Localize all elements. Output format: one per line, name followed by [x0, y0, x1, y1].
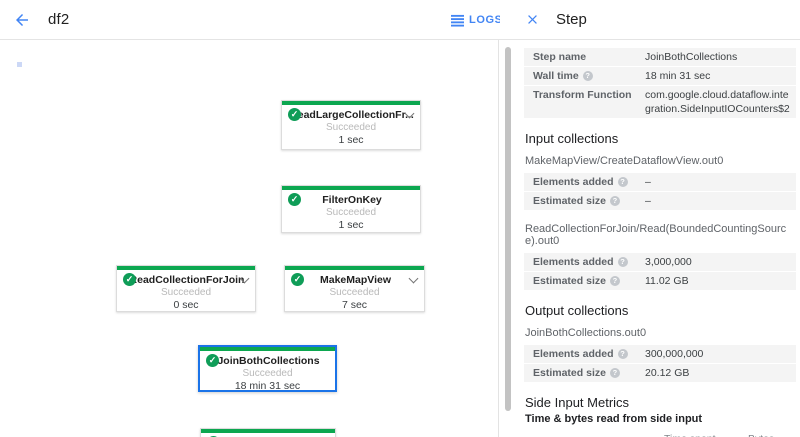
help-icon[interactable] — [617, 349, 628, 359]
metric-row-elements-added: Elements added – — [524, 173, 796, 191]
summary-row-wall-time: Wall time 18 min 31 sec — [524, 67, 796, 85]
panel-header: Step — [500, 0, 800, 40]
logs-button[interactable]: LOGS — [451, 0, 503, 40]
metric-row-estimated-size: Estimated size 11.02 GB — [524, 272, 796, 290]
row-label: Transform Function — [533, 89, 632, 101]
node-status: Succeeded — [160, 287, 212, 298]
node-filter-on-key[interactable]: FilterOnKey Succeeded 1 sec — [281, 185, 421, 233]
node-output-the-joined-collection[interactable]: OutputTheJoinedCollec... Succeeded 18 se… — [200, 428, 336, 437]
success-check-icon — [288, 193, 301, 206]
chevron-down-icon[interactable] — [406, 110, 413, 117]
row-value: – — [645, 195, 651, 207]
row-value: com.google.cloud.dataflow.integration.Si… — [645, 89, 790, 115]
chevron-down-icon[interactable] — [410, 275, 417, 282]
node-time: 1 sec — [338, 219, 364, 231]
row-value: 18 min 31 sec — [645, 70, 711, 82]
node-time: 1 sec — [338, 134, 364, 146]
node-title: MakeMapView — [319, 273, 391, 286]
row-label: Estimated size — [533, 366, 645, 380]
row-value: JoinBothCollections — [645, 51, 738, 63]
side-input-metrics-heading: Side Input Metrics — [525, 395, 630, 410]
node-title: ReadCollectionForJoin — [129, 273, 245, 286]
row-label: Elements added — [533, 347, 645, 361]
summary-row-transform-function: Transform Function com.google.cloud.data… — [524, 86, 796, 118]
logs-label: LOGS — [469, 14, 503, 26]
row-label: Estimated size — [533, 194, 645, 208]
metric-row-elements-added: Elements added 3,000,000 — [524, 253, 796, 271]
job-graph-canvas[interactable]: ReadLargeCollectionFr... Succeeded 1 sec… — [0, 40, 499, 437]
node-join-both-collections[interactable]: JoinBothCollections Succeeded 18 min 31 … — [198, 345, 337, 392]
minimap-dot — [17, 62, 22, 67]
panel-scrollbar[interactable] — [505, 47, 511, 411]
summary-row-step-name: Step name JoinBothCollections — [524, 48, 796, 66]
row-label: Elements added — [533, 255, 645, 269]
success-check-icon — [206, 354, 219, 367]
column-header: Bytes read — [748, 427, 794, 437]
side-input-metrics-subheading: Time & bytes read from side input — [525, 413, 703, 425]
collection-name: JoinBothCollections.out0 — [525, 327, 647, 339]
collection-name: MakeMapView/CreateDataflowView.out0 — [525, 155, 724, 167]
node-read-collection-for-join[interactable]: ReadCollectionForJoin Succeeded 0 sec — [116, 265, 256, 312]
node-title: FilterOnKey — [322, 193, 382, 206]
row-value: 11.02 GB — [645, 275, 689, 287]
logs-icon — [451, 14, 464, 27]
panel-title: Step — [556, 11, 587, 28]
output-collections-heading: Output collections — [525, 303, 629, 318]
node-status-bar — [282, 101, 420, 105]
table-header-row: Side input collection Time spent reading… — [524, 427, 794, 437]
row-value: 300,000,000 — [645, 348, 704, 360]
row-label: Wall time — [533, 69, 645, 83]
help-icon[interactable] — [617, 177, 628, 187]
node-time: 0 sec — [173, 299, 199, 311]
node-status-bar — [201, 429, 335, 433]
close-icon[interactable] — [525, 12, 540, 27]
chevron-down-icon[interactable] — [241, 275, 248, 282]
node-status-bar — [282, 186, 420, 190]
help-icon[interactable] — [617, 257, 628, 267]
help-icon[interactable] — [609, 368, 620, 378]
step-detail-panel: Step Step name JoinBothCollections Wall … — [500, 0, 800, 437]
node-status: Succeeded — [325, 207, 377, 218]
row-value: 20.12 GB — [645, 367, 690, 379]
node-status: Succeeded — [242, 368, 293, 379]
node-status-bar — [117, 266, 255, 270]
input-collections-heading: Input collections — [525, 131, 619, 146]
row-value: 3,000,000 — [645, 256, 692, 268]
row-label: Estimated size — [533, 274, 645, 288]
back-arrow-icon[interactable] — [13, 11, 31, 29]
node-read-large-collection[interactable]: ReadLargeCollectionFr... Succeeded 1 sec — [281, 100, 421, 150]
panel-body: Step name JoinBothCollections Wall time … — [500, 40, 800, 437]
node-time: 7 sec — [341, 299, 368, 311]
metric-row-estimated-size: Estimated size – — [524, 192, 796, 210]
side-input-metrics-table: Side input collection Time spent reading… — [524, 427, 794, 437]
row-label: Step name — [533, 51, 587, 63]
row-value: – — [645, 176, 651, 188]
success-check-icon — [123, 273, 136, 286]
help-icon[interactable] — [582, 71, 593, 81]
node-time: 18 min 31 sec — [234, 380, 301, 392]
node-status-bar — [200, 347, 335, 351]
success-check-icon — [288, 108, 301, 121]
job-title: df2 — [48, 11, 70, 28]
topbar: df2 LOGS — [0, 0, 503, 40]
column-header: Time spent reading — [664, 427, 748, 437]
node-title: ReadLargeCollectionFr... — [290, 108, 414, 121]
success-check-icon — [291, 273, 304, 286]
node-status: Succeeded — [325, 122, 377, 133]
node-status: Succeeded — [329, 287, 380, 298]
node-status-bar — [285, 266, 424, 270]
help-icon[interactable] — [609, 196, 620, 206]
node-title: JoinBothCollections — [217, 354, 320, 367]
collection-name: ReadCollectionForJoin/Read(BoundedCounti… — [525, 223, 787, 247]
metric-row-elements-added: Elements added 300,000,000 — [524, 345, 796, 363]
node-make-map-view[interactable]: MakeMapView Succeeded 7 sec — [284, 265, 425, 312]
row-label: Elements added — [533, 175, 645, 189]
metric-row-estimated-size: Estimated size 20.12 GB — [524, 364, 796, 382]
help-icon[interactable] — [609, 276, 620, 286]
column-header: Side input collection — [524, 427, 664, 437]
